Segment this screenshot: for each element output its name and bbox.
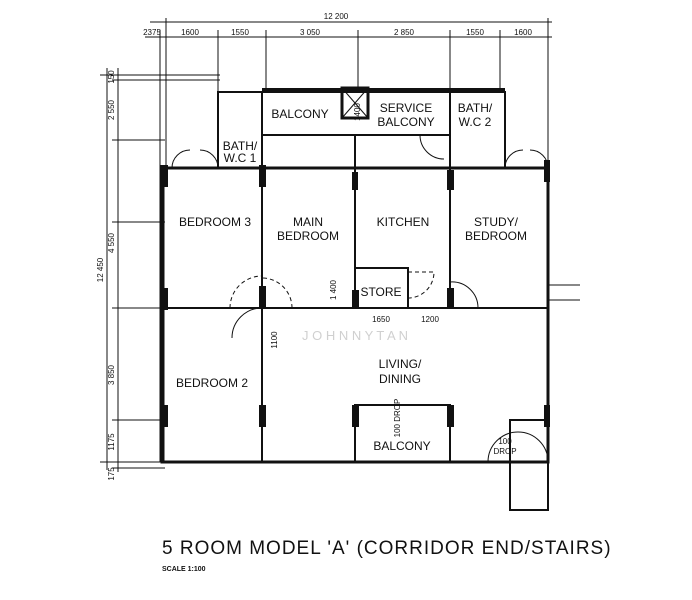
dim-left-3: 3 850 [107,364,116,385]
plan-title: 5 ROOM MODEL 'A' (CORRIDOR END/STAIRS) [162,538,612,559]
main-bedroom-label-1: MAIN [293,215,323,229]
balcony-top-label: BALCONY [271,107,328,121]
dim-left-4: 1175 [107,433,116,451]
dim-top-1: 1600 [181,28,199,37]
overall-height-label: 12 450 [96,257,105,282]
balcony-depth-label: 1400 [353,103,362,121]
dim-top-2: 1550 [231,28,249,37]
bath1-label-1: BATH/ [223,139,258,153]
bath2-label-1: BATH/ [458,101,493,115]
bedroom2-dim-label: 1100 [270,331,279,349]
bedroom2-label: BEDROOM 2 [176,376,248,390]
dim-left-2: 4 550 [107,232,116,253]
watermark: J O H N N Y T A N [302,328,408,343]
living-label-2: DINING [379,372,421,386]
overall-width-label: 12 200 [324,12,349,21]
service-balcony-label-2: BALCONY [377,115,434,129]
service-balcony-label-1: SERVICE [380,101,432,115]
dim-top-6: 1600 [514,28,532,37]
store-width-label: 1650 [372,315,390,324]
study-label-2: BEDROOM [465,229,527,243]
plan-scale: SCALE 1:100 [162,566,206,573]
dim-top-3: 3 050 [300,28,321,37]
study-label-1: STUDY/ [474,215,519,229]
bedroom3-label: BEDROOM 3 [179,215,251,229]
dim-left-0: 150 [107,70,116,84]
dim-top-0: 2375 [143,28,161,37]
store-label: STORE [360,285,401,299]
dim-top-4: 2 850 [394,28,415,37]
drop-label-1: 100 [498,437,512,446]
drop-label-2: DROP [493,447,516,456]
store-height-label: 1 400 [329,279,338,300]
dim-top-5: 1550 [466,28,484,37]
main-bedroom-label-2: BEDROOM [277,229,339,243]
bath1-label-2: W.C 1 [224,151,257,165]
dim-left-5: 175 [107,467,116,481]
kitchen-label: KITCHEN [377,215,430,229]
door-width-label: 1200 [421,315,439,324]
living-label-1: LIVING/ [379,357,422,371]
dim-left-1: 2 550 [107,99,116,120]
bath2-label-2: W.C 2 [459,115,492,129]
balcony-bottom-label: BALCONY [373,439,430,453]
balcony-drop-label: 100 DROP [393,399,402,438]
